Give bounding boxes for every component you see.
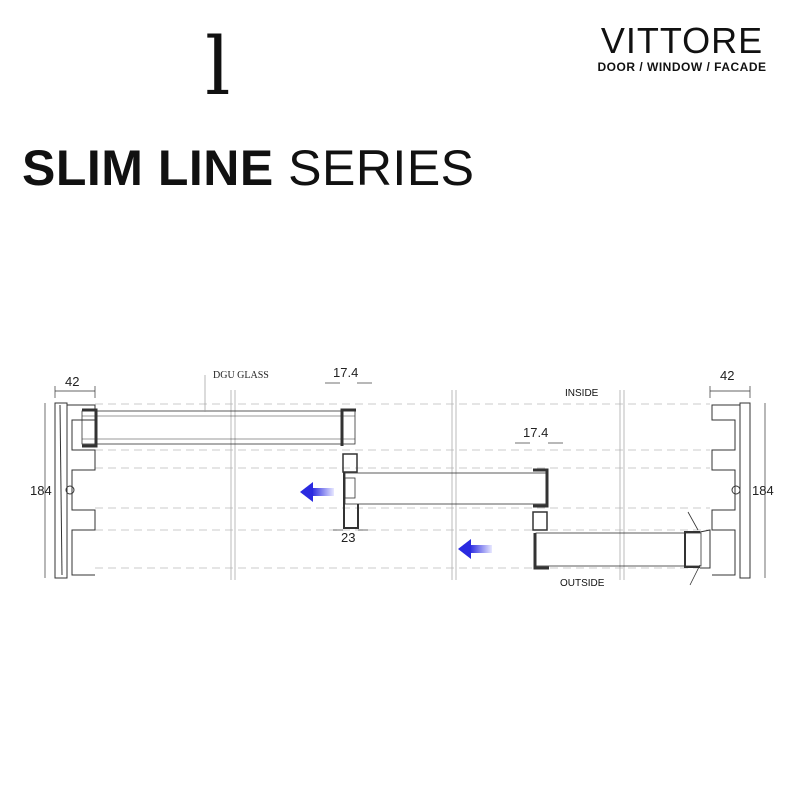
slide-arrow-icon bbox=[300, 482, 334, 502]
dim-sash2: 17.4 bbox=[523, 425, 548, 440]
glass-label: DGU GLASS bbox=[213, 370, 269, 381]
dimension-lines bbox=[44, 375, 766, 578]
page-title: SLIM LINE SERIES bbox=[22, 138, 475, 198]
sash-3 bbox=[533, 511, 711, 586]
dim-left-width: 42 bbox=[65, 374, 79, 389]
series-logo: l bbox=[205, 20, 231, 113]
outside-label: OUTSIDE bbox=[560, 578, 605, 589]
sash-2 bbox=[343, 468, 549, 531]
slide-arrow-icon bbox=[458, 539, 492, 559]
left-frame bbox=[54, 402, 96, 579]
dim-sash1: 17.4 bbox=[333, 365, 358, 380]
brand-logo: VITTORE DOOR / WINDOW / FACADE bbox=[582, 20, 782, 75]
guide-lines bbox=[95, 403, 710, 569]
title-bold: SLIM LINE bbox=[22, 140, 274, 196]
break-lines bbox=[230, 390, 625, 580]
title-light: SERIES bbox=[288, 140, 475, 196]
brand-tagline: DOOR / WINDOW / FACADE bbox=[597, 60, 767, 74]
dim-left-height: 184 bbox=[30, 483, 52, 498]
dim-right-height: 184 bbox=[752, 483, 774, 498]
right-frame bbox=[711, 402, 751, 579]
dim-right-width: 42 bbox=[720, 368, 734, 383]
sash-1 bbox=[81, 408, 358, 473]
inside-label: INSIDE bbox=[565, 388, 599, 399]
dim-interlock: 23 bbox=[341, 530, 355, 545]
brand-name: VITTORE bbox=[600, 20, 764, 61]
